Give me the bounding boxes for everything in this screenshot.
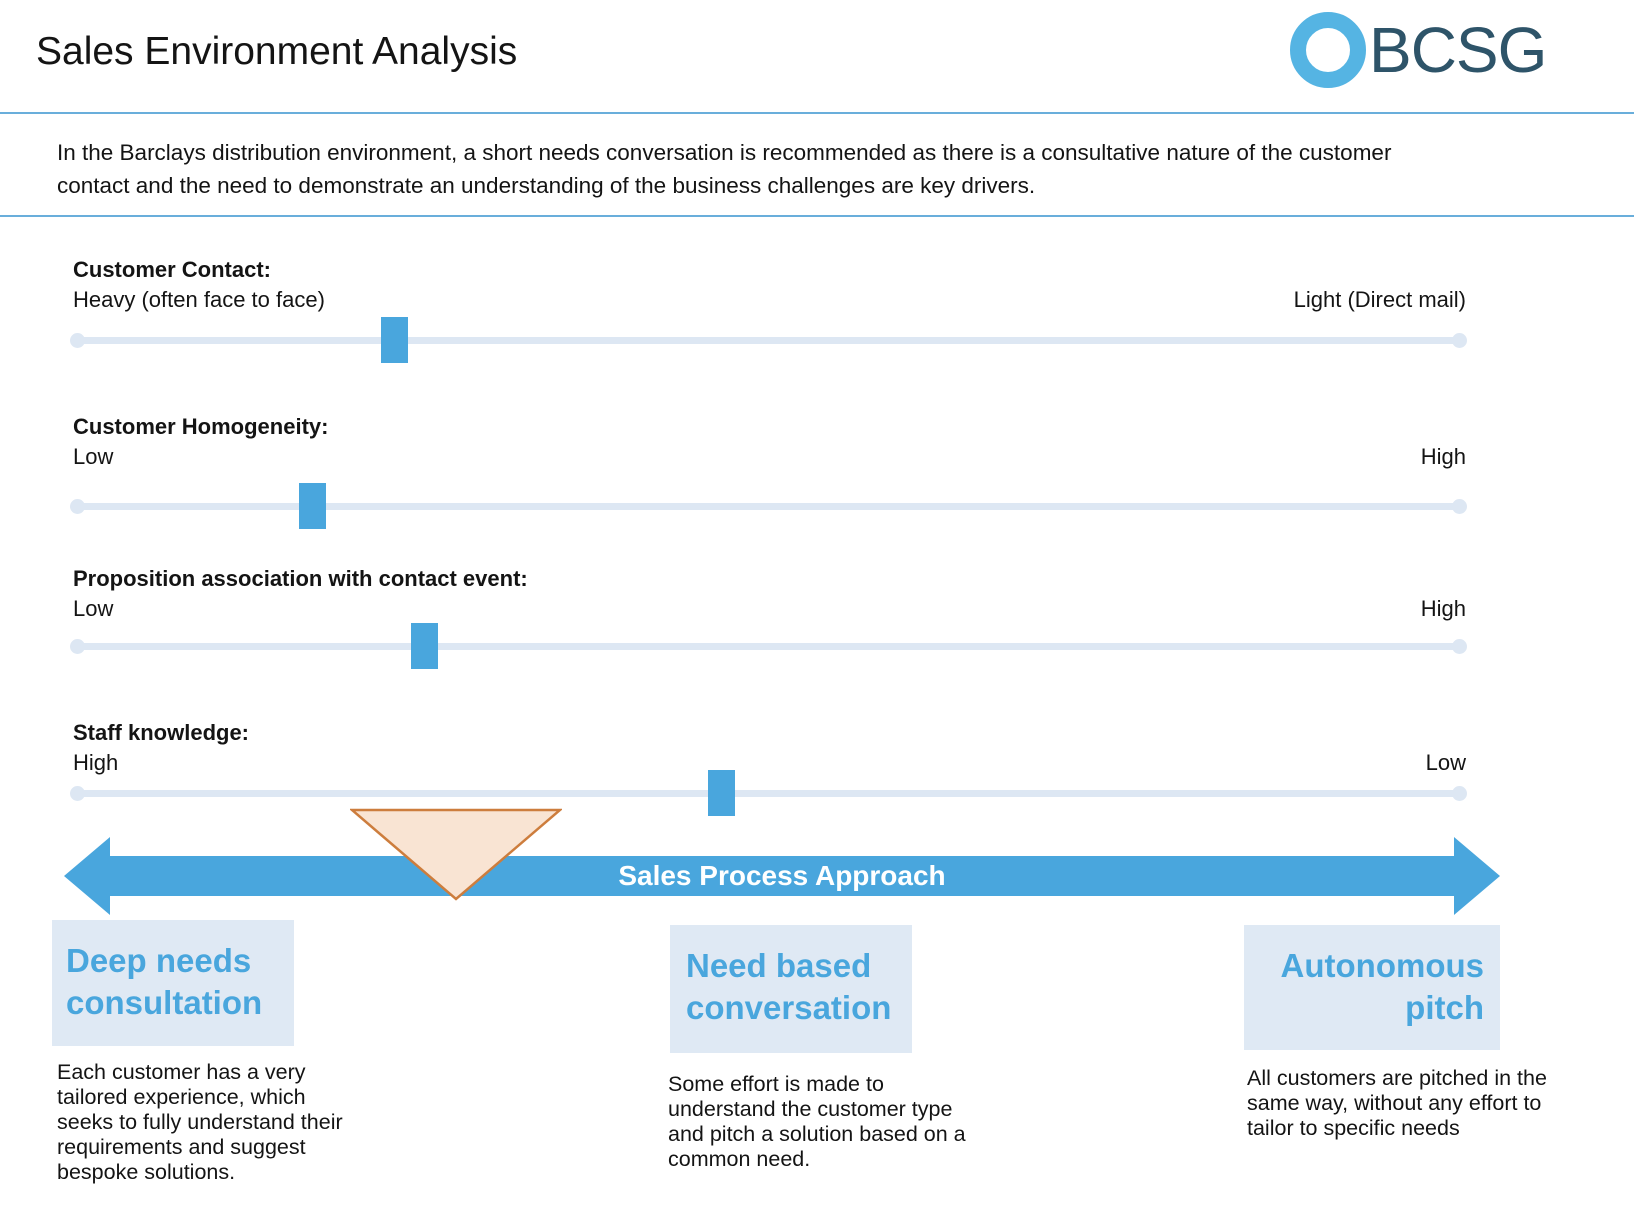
approach-title-line: Deep needs [66, 942, 252, 979]
approach-title-line: Autonomous [1280, 947, 1484, 984]
slider-track [70, 483, 1467, 529]
sales-process-arrow-label: Sales Process Approach [618, 860, 946, 891]
slider-handle[interactable] [410, 623, 438, 669]
slider-row-customer-homogeneity: Customer Homogeneity: Low High [70, 414, 1467, 544]
slider-row-staff-knowledge: Staff knowledge: High Low [70, 720, 1467, 850]
approach-title-line: pitch [1405, 989, 1484, 1026]
slider-label: Customer Contact: [73, 257, 272, 282]
page-title: Sales Environment Analysis [36, 30, 518, 73]
slider-right-label: Low [1425, 750, 1466, 775]
intro-paragraph: In the Barclays distribution environment… [57, 140, 1392, 198]
approach-title-line: consultation [66, 984, 263, 1021]
approach-box-need-based: Need based conversation [670, 925, 912, 1053]
header-divider [0, 112, 1634, 114]
approach-description-autonomous: All customers are pitched in the same wa… [1247, 1066, 1547, 1140]
slider-row-customer-contact: Customer Contact: Heavy (often face to f… [70, 257, 1467, 387]
approach-box-deep-needs: Deep needs consultation [52, 920, 294, 1046]
slider-label: Customer Homogeneity: [73, 414, 329, 439]
approach-description-deep-needs: Each customer has a very tailored experi… [57, 1060, 343, 1184]
slider-right-label: High [1420, 444, 1466, 469]
position-triangle-icon [350, 808, 562, 901]
logo-text: BCSG [1369, 14, 1547, 86]
logo-ring-icon [1290, 12, 1366, 88]
slider-left-label: Low [73, 596, 114, 621]
slider-left-label: Low [73, 444, 114, 469]
slider-track [70, 317, 1467, 363]
slider-handle[interactable] [380, 317, 408, 363]
bcsg-logo: BCSG [1290, 8, 1547, 92]
slider-track [70, 770, 1467, 816]
slider-left-label: High [73, 750, 119, 775]
intro-divider [0, 215, 1634, 217]
slider-track [70, 623, 1467, 669]
approach-title-line: conversation [686, 989, 892, 1026]
slider-handle[interactable] [707, 770, 735, 816]
approach-description-need-based: Some effort is made to understand the cu… [668, 1072, 966, 1171]
slider-right-label: Light (Direct mail) [1293, 287, 1466, 312]
slider-label: Proposition association with contact eve… [73, 566, 528, 591]
slider-row-proposition-association: Proposition association with contact eve… [70, 566, 1467, 696]
slider-right-label: High [1420, 596, 1466, 621]
slider-left-label: Heavy (often face to face) [73, 287, 325, 312]
slider-label: Staff knowledge: [73, 720, 250, 745]
approach-box-autonomous: Autonomous pitch [1244, 925, 1500, 1050]
slider-handle[interactable] [299, 483, 327, 529]
sales-process-arrow: Sales Process Approach [64, 833, 1500, 919]
approach-title-line: Need based [686, 947, 872, 984]
